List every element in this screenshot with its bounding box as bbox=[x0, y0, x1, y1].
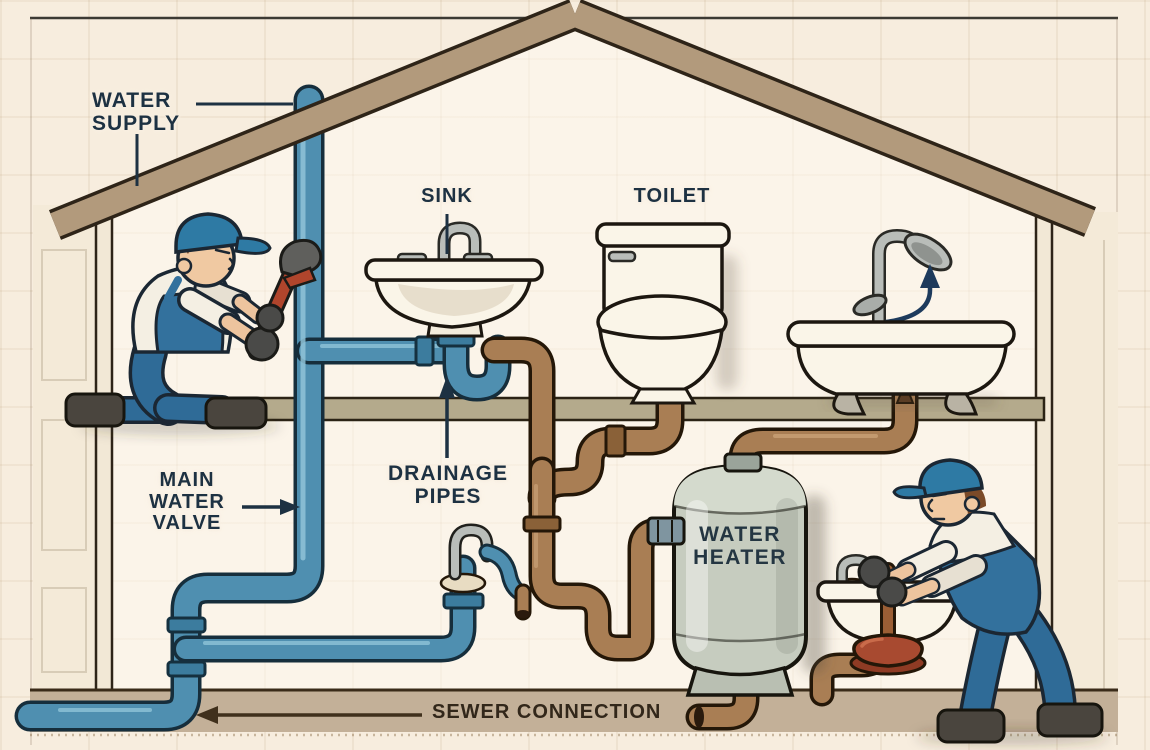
bathtub-fixture bbox=[786, 320, 1016, 416]
sewer-flow-arrow bbox=[196, 706, 422, 724]
drainage-pipes-arrow bbox=[439, 376, 455, 458]
main-water-valve-arrow bbox=[242, 499, 300, 515]
sewer-connection-label: SEWER CONNECTION bbox=[432, 701, 662, 723]
plumber-plunging bbox=[857, 458, 1108, 745]
sink-fixture bbox=[364, 221, 544, 338]
main-water-valve-label: MAIN WATER VALVE bbox=[149, 469, 225, 535]
toilet-fixture bbox=[595, 222, 738, 405]
roof bbox=[48, 0, 1096, 240]
left-wall bbox=[33, 203, 114, 694]
water-heater-label: WATER HEATER bbox=[693, 523, 787, 569]
plumber-kneeling bbox=[64, 212, 323, 435]
water-supply-pipes bbox=[14, 84, 512, 732]
water-heater-tank bbox=[646, 452, 826, 697]
sink-label: SINK bbox=[421, 185, 473, 207]
water-supply-label: WATER SUPPLY bbox=[92, 89, 181, 135]
drainage-pipes bbox=[480, 336, 919, 731]
shower-fixture bbox=[852, 228, 953, 339]
label-leader-lines bbox=[135, 102, 449, 254]
right-wall bbox=[1034, 208, 1118, 694]
drainage-pipes-label: DRAINAGE PIPES bbox=[387, 462, 508, 508]
toilet-label: TOILET bbox=[633, 185, 711, 207]
utility-faucet bbox=[439, 523, 532, 621]
